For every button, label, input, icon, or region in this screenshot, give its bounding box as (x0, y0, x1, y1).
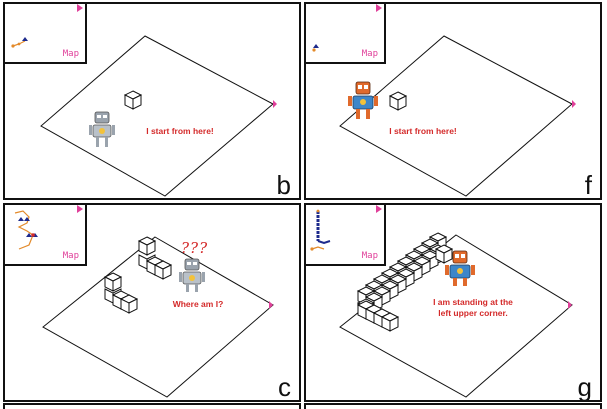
cube (380, 312, 400, 332)
panel-letter: f (584, 170, 592, 200)
minimap: Map (306, 205, 386, 266)
panel-g: Map I am standing at the left upper corn… (304, 203, 602, 402)
panel-letter: c (278, 372, 291, 402)
minimap: Map (5, 4, 87, 64)
cube (434, 244, 454, 264)
map-label: Map (361, 49, 378, 59)
scene-g (339, 232, 573, 398)
minimap-trail (310, 205, 382, 251)
panel-f: Map I start from here! f (304, 2, 602, 200)
gray-robot (89, 111, 115, 147)
cube (123, 90, 143, 110)
panel-letter: g (577, 372, 592, 402)
cube (388, 91, 408, 111)
caption: Where am I? (172, 299, 224, 309)
panel-c: Map ??? Where am I? c (3, 203, 301, 402)
panel-letter: b (276, 170, 291, 200)
edge-marker (273, 100, 277, 108)
orange-robot (445, 250, 475, 286)
minimap-trail (11, 4, 83, 48)
next-panel-left (3, 403, 301, 409)
cube-cluster (103, 236, 173, 314)
cube-wall (356, 232, 454, 332)
map-label: Map (62, 49, 79, 59)
scene-f (339, 35, 576, 197)
next-panel-right (304, 403, 602, 409)
edge-marker (572, 100, 576, 108)
edge-marker (568, 301, 572, 309)
panel-b: Map I start from here! b (3, 2, 301, 200)
floor-plane (40, 35, 274, 197)
map-label: Map (361, 251, 378, 261)
scene-c (42, 236, 274, 398)
minimap: Map (5, 205, 87, 266)
caption: I start from here! (146, 126, 214, 136)
gray-robot (179, 258, 205, 292)
edge-marker (269, 301, 273, 309)
minimap-trail (14, 205, 83, 250)
question-marks: ??? (181, 239, 209, 257)
caption: I am standing at the left upper corner. (433, 297, 513, 318)
scene-b (40, 35, 277, 197)
floor-plane (42, 236, 274, 398)
minimap-trail (312, 4, 382, 52)
map-label: Map (62, 251, 79, 261)
caption: I start from here! (389, 126, 457, 136)
orange-robot (348, 81, 378, 119)
minimap: Map (306, 4, 386, 64)
